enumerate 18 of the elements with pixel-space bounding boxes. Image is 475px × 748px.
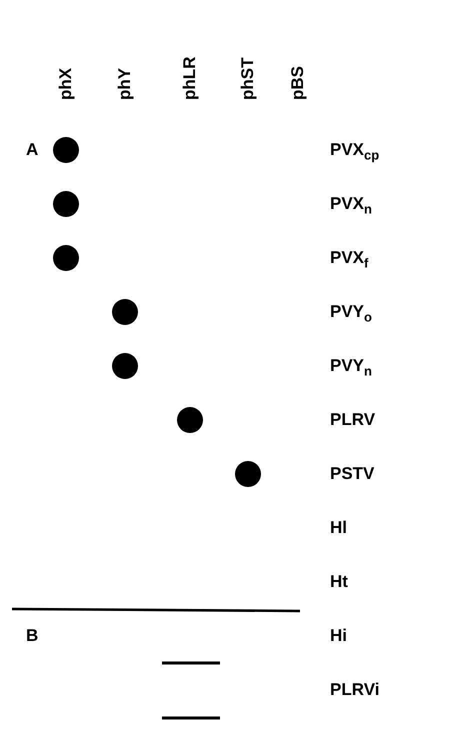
column-heading: phLR — [180, 56, 200, 100]
column-heading: phX — [56, 68, 76, 100]
row-label: PLRV — [330, 410, 376, 430]
panel-letter: A — [26, 140, 38, 160]
panel-letter: B — [26, 626, 38, 646]
column-heading: phY — [115, 68, 135, 100]
column-heading: pBS — [288, 66, 308, 100]
row-label: PVX$_{cp}$ — [330, 140, 380, 164]
row-label: Ht — [330, 572, 348, 592]
row-label: PSTV — [330, 464, 374, 484]
row-label: PVY$_{n}$ — [330, 356, 372, 380]
row-label: PVY$_{o}$ — [330, 302, 372, 326]
row-label: Hl — [330, 518, 347, 538]
row-label: PVX$_{n}$ — [330, 194, 372, 218]
row-label: PLRVi — [330, 680, 380, 700]
row-label: PVX$_{f}$ — [330, 248, 368, 272]
column-heading: phST — [238, 58, 258, 100]
row-label: Hi — [330, 626, 347, 646]
